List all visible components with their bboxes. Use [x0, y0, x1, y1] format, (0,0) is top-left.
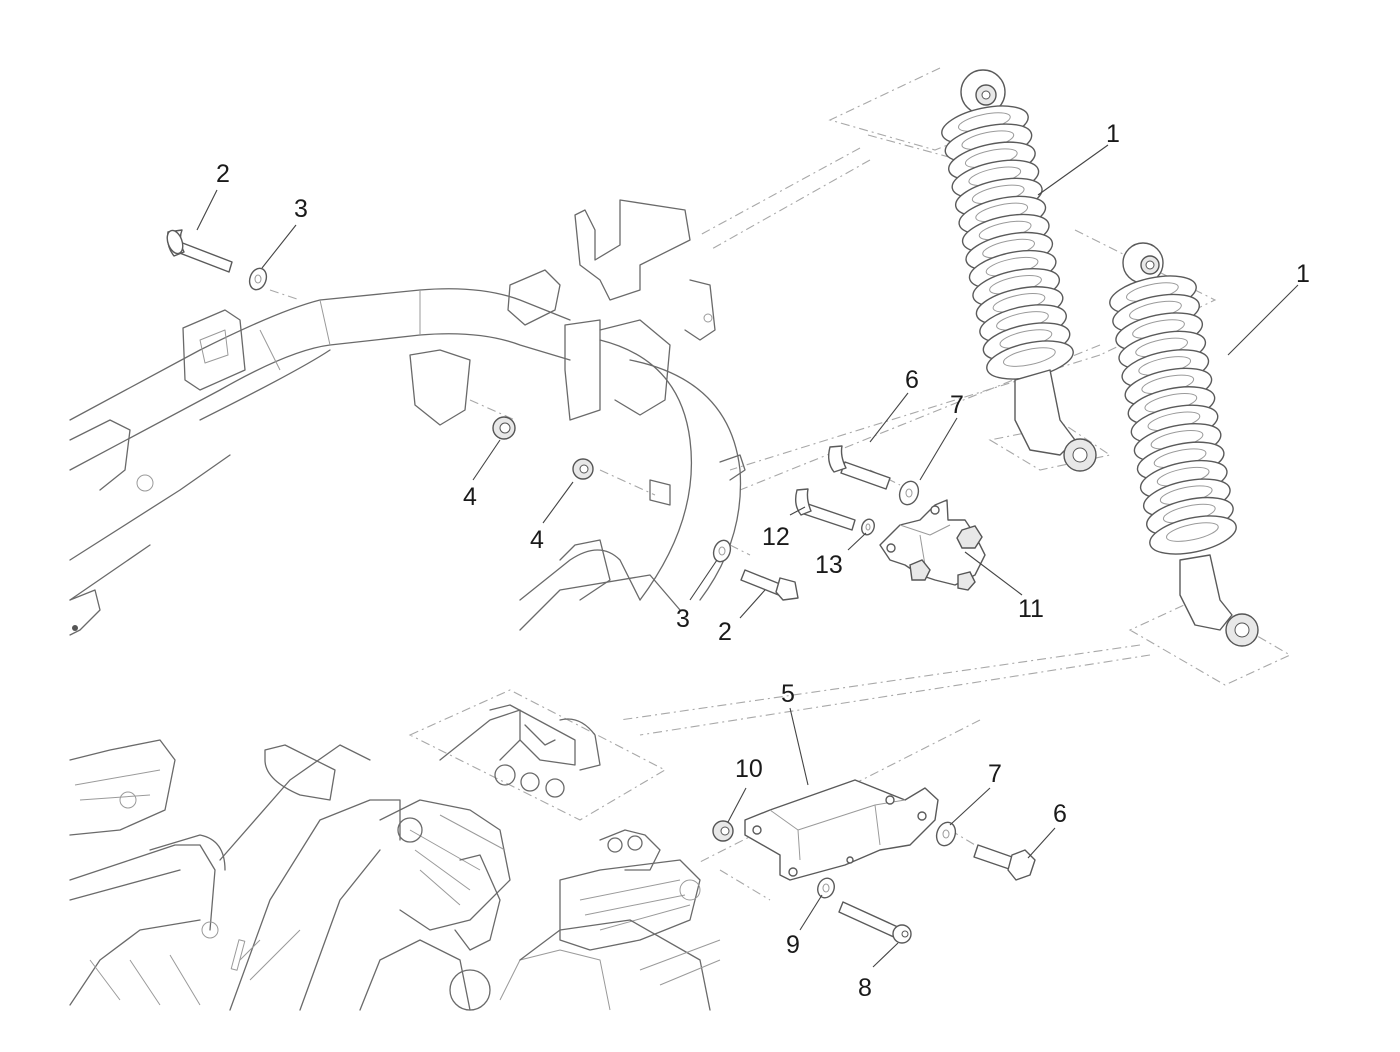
part-screw-2-mid [740, 569, 799, 601]
callout-12: 12 [762, 523, 790, 551]
callout-2-mid: 2 [718, 618, 732, 646]
part-washer-7-mid [898, 480, 920, 506]
part-nut-10 [712, 820, 734, 842]
callout-3-top: 3 [294, 195, 308, 223]
part-washer-13 [861, 518, 875, 536]
part-screw-8 [838, 901, 912, 944]
callout-2-top: 2 [216, 160, 230, 188]
engine-drawing [69, 704, 721, 1011]
callout-4-a: 4 [463, 483, 477, 511]
part-washer-9 [817, 877, 835, 899]
part-nut-4a [492, 416, 516, 440]
callout-6-mid: 6 [905, 366, 919, 394]
spring-coil [1149, 515, 1237, 555]
shock-absorber-right [1109, 242, 1259, 647]
callout-11: 11 [1018, 595, 1044, 623]
frame-drawing [69, 199, 746, 636]
part-washer-3-top [248, 267, 268, 291]
assembly-guide-lines [269, 67, 1292, 901]
part-bracket-11 [879, 499, 986, 591]
callout-13: 13 [815, 551, 843, 579]
part-screw-6-mid [827, 445, 891, 490]
callout-7-low: 7 [988, 760, 1002, 788]
callout-5: 5 [781, 680, 795, 708]
callout-8: 8 [858, 974, 872, 1002]
leader-lines [196, 144, 1299, 968]
callout-1-left: 1 [1106, 120, 1120, 148]
spring-coil-inner [1166, 522, 1219, 542]
callout-6-low: 6 [1053, 800, 1067, 828]
part-nut-4b [572, 458, 594, 480]
callout-9: 9 [786, 931, 800, 959]
callout-10: 10 [735, 755, 763, 783]
callout-3-mid: 3 [676, 605, 690, 633]
shock-absorber-left [941, 69, 1097, 472]
spring-coil-inner [1003, 347, 1056, 367]
part-washer-3-mid [712, 539, 732, 563]
callout-1-right: 1 [1296, 260, 1310, 288]
part-bracket-5 [744, 779, 939, 881]
callouts: 1 1 2 3 4 4 6 7 12 13 11 3 2 5 10 7 6 9 … [216, 120, 1310, 1002]
part-screw-12 [794, 488, 856, 531]
part-screw-2-top [166, 229, 233, 273]
part-screw-6-low [973, 844, 1036, 881]
part-washer-7-low [935, 821, 957, 847]
callout-7-mid: 7 [950, 391, 964, 419]
callout-4-b: 4 [530, 526, 544, 554]
